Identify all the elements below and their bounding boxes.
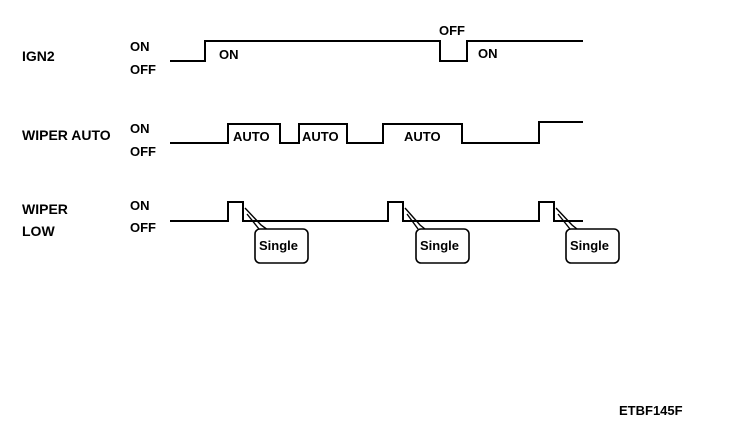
ign2-waveform xyxy=(170,40,583,62)
wiper-low-signal-name-line1: WIPER xyxy=(22,201,68,217)
single-callout-label-1: Single xyxy=(259,238,298,253)
wiper-low-on-level-label: ON xyxy=(130,198,150,213)
single-callout-leader-2b xyxy=(406,213,419,230)
ign2-on-annotation-1: ON xyxy=(219,47,239,62)
single-callout-leader-3b xyxy=(557,213,571,230)
wiper-auto-on-level-label: ON xyxy=(130,121,150,136)
wiper-auto-waveform xyxy=(170,121,583,144)
ign2-signal-name: IGN2 xyxy=(22,48,55,64)
wiper-auto-signal-name: WIPER AUTO xyxy=(22,127,111,143)
wiper-auto-auto-annotation-1: AUTO xyxy=(233,129,270,144)
single-callout-label-3: Single xyxy=(570,238,609,253)
ign2-off-annotation: OFF xyxy=(439,23,465,38)
ign2-on-level-label: ON xyxy=(130,39,150,54)
wiper-auto-auto-annotation-3: AUTO xyxy=(404,129,441,144)
single-callout-box-3 xyxy=(565,228,620,264)
ign2-on-annotation-2: ON xyxy=(478,46,498,61)
wiper-auto-auto-annotation-2: AUTO xyxy=(302,129,339,144)
single-callout-box-1 xyxy=(254,228,309,264)
single-callout-box-2 xyxy=(415,228,470,264)
single-callout-label-2: Single xyxy=(420,238,459,253)
wiper-low-off-level-label: OFF xyxy=(130,220,156,235)
figure-code: ETBF145F xyxy=(619,403,683,418)
ign2-off-level-label: OFF xyxy=(130,62,156,77)
single-callout-leader-1b xyxy=(246,213,260,230)
wiper-auto-off-level-label: OFF xyxy=(130,144,156,159)
wiper-low-waveform xyxy=(170,201,583,222)
wiper-low-signal-name-line2: LOW xyxy=(22,223,55,239)
